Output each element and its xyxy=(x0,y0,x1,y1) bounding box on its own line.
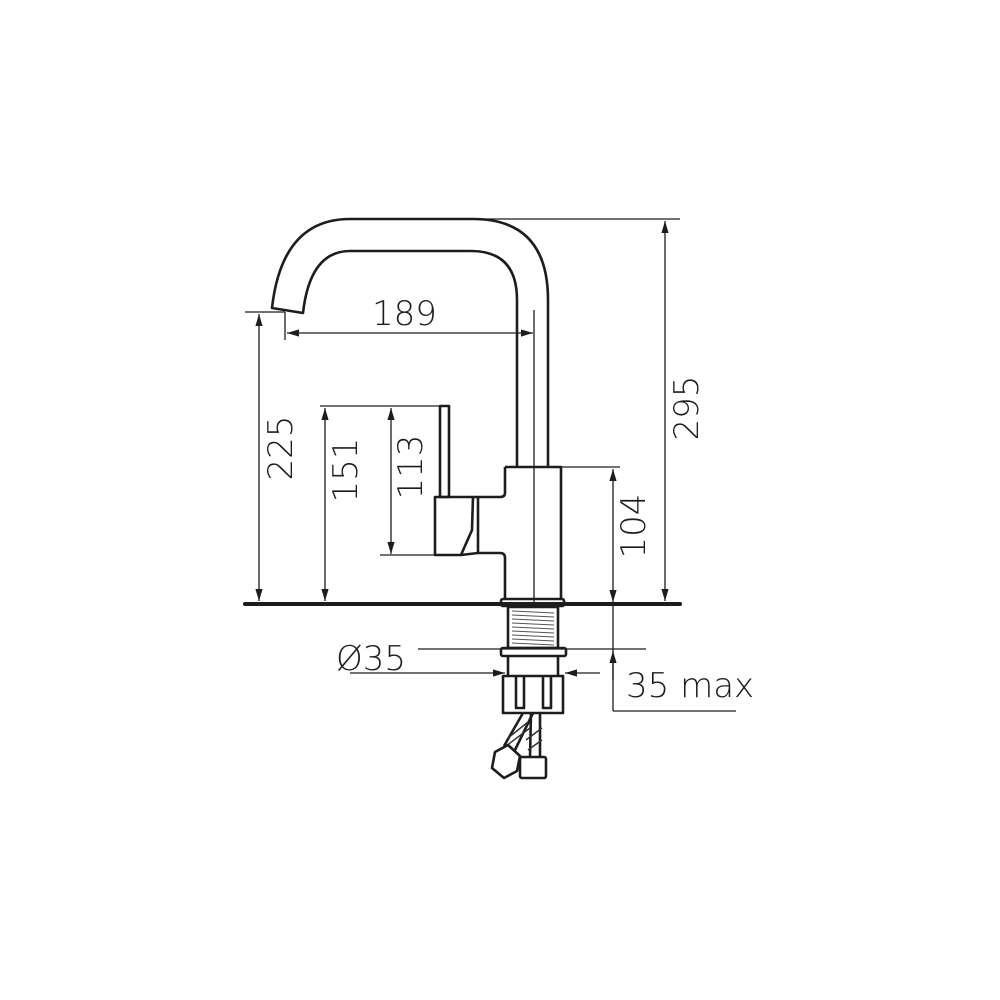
dim-hole-diameter: Ø35 xyxy=(336,639,406,679)
hose-nut-left xyxy=(490,743,522,780)
supply-hoses xyxy=(490,712,548,780)
dim-outlet-height: 225 xyxy=(261,416,301,481)
mounting-nut xyxy=(501,674,565,715)
dim-body-height: 104 xyxy=(614,494,654,559)
dim-total-height: 295 xyxy=(667,376,707,441)
dim-max-thickness: 35 max xyxy=(626,666,754,706)
dim-spout-reach: 189 xyxy=(372,294,437,334)
faucet-body xyxy=(476,465,566,608)
hose-nut-right xyxy=(518,755,548,780)
spout xyxy=(270,217,550,467)
handle-lever xyxy=(433,404,479,557)
dim-handle-top-height: 151 xyxy=(326,438,366,503)
threaded-shank xyxy=(499,605,568,676)
dim-handle-height: 113 xyxy=(391,435,431,500)
dimension-lines xyxy=(245,218,736,712)
